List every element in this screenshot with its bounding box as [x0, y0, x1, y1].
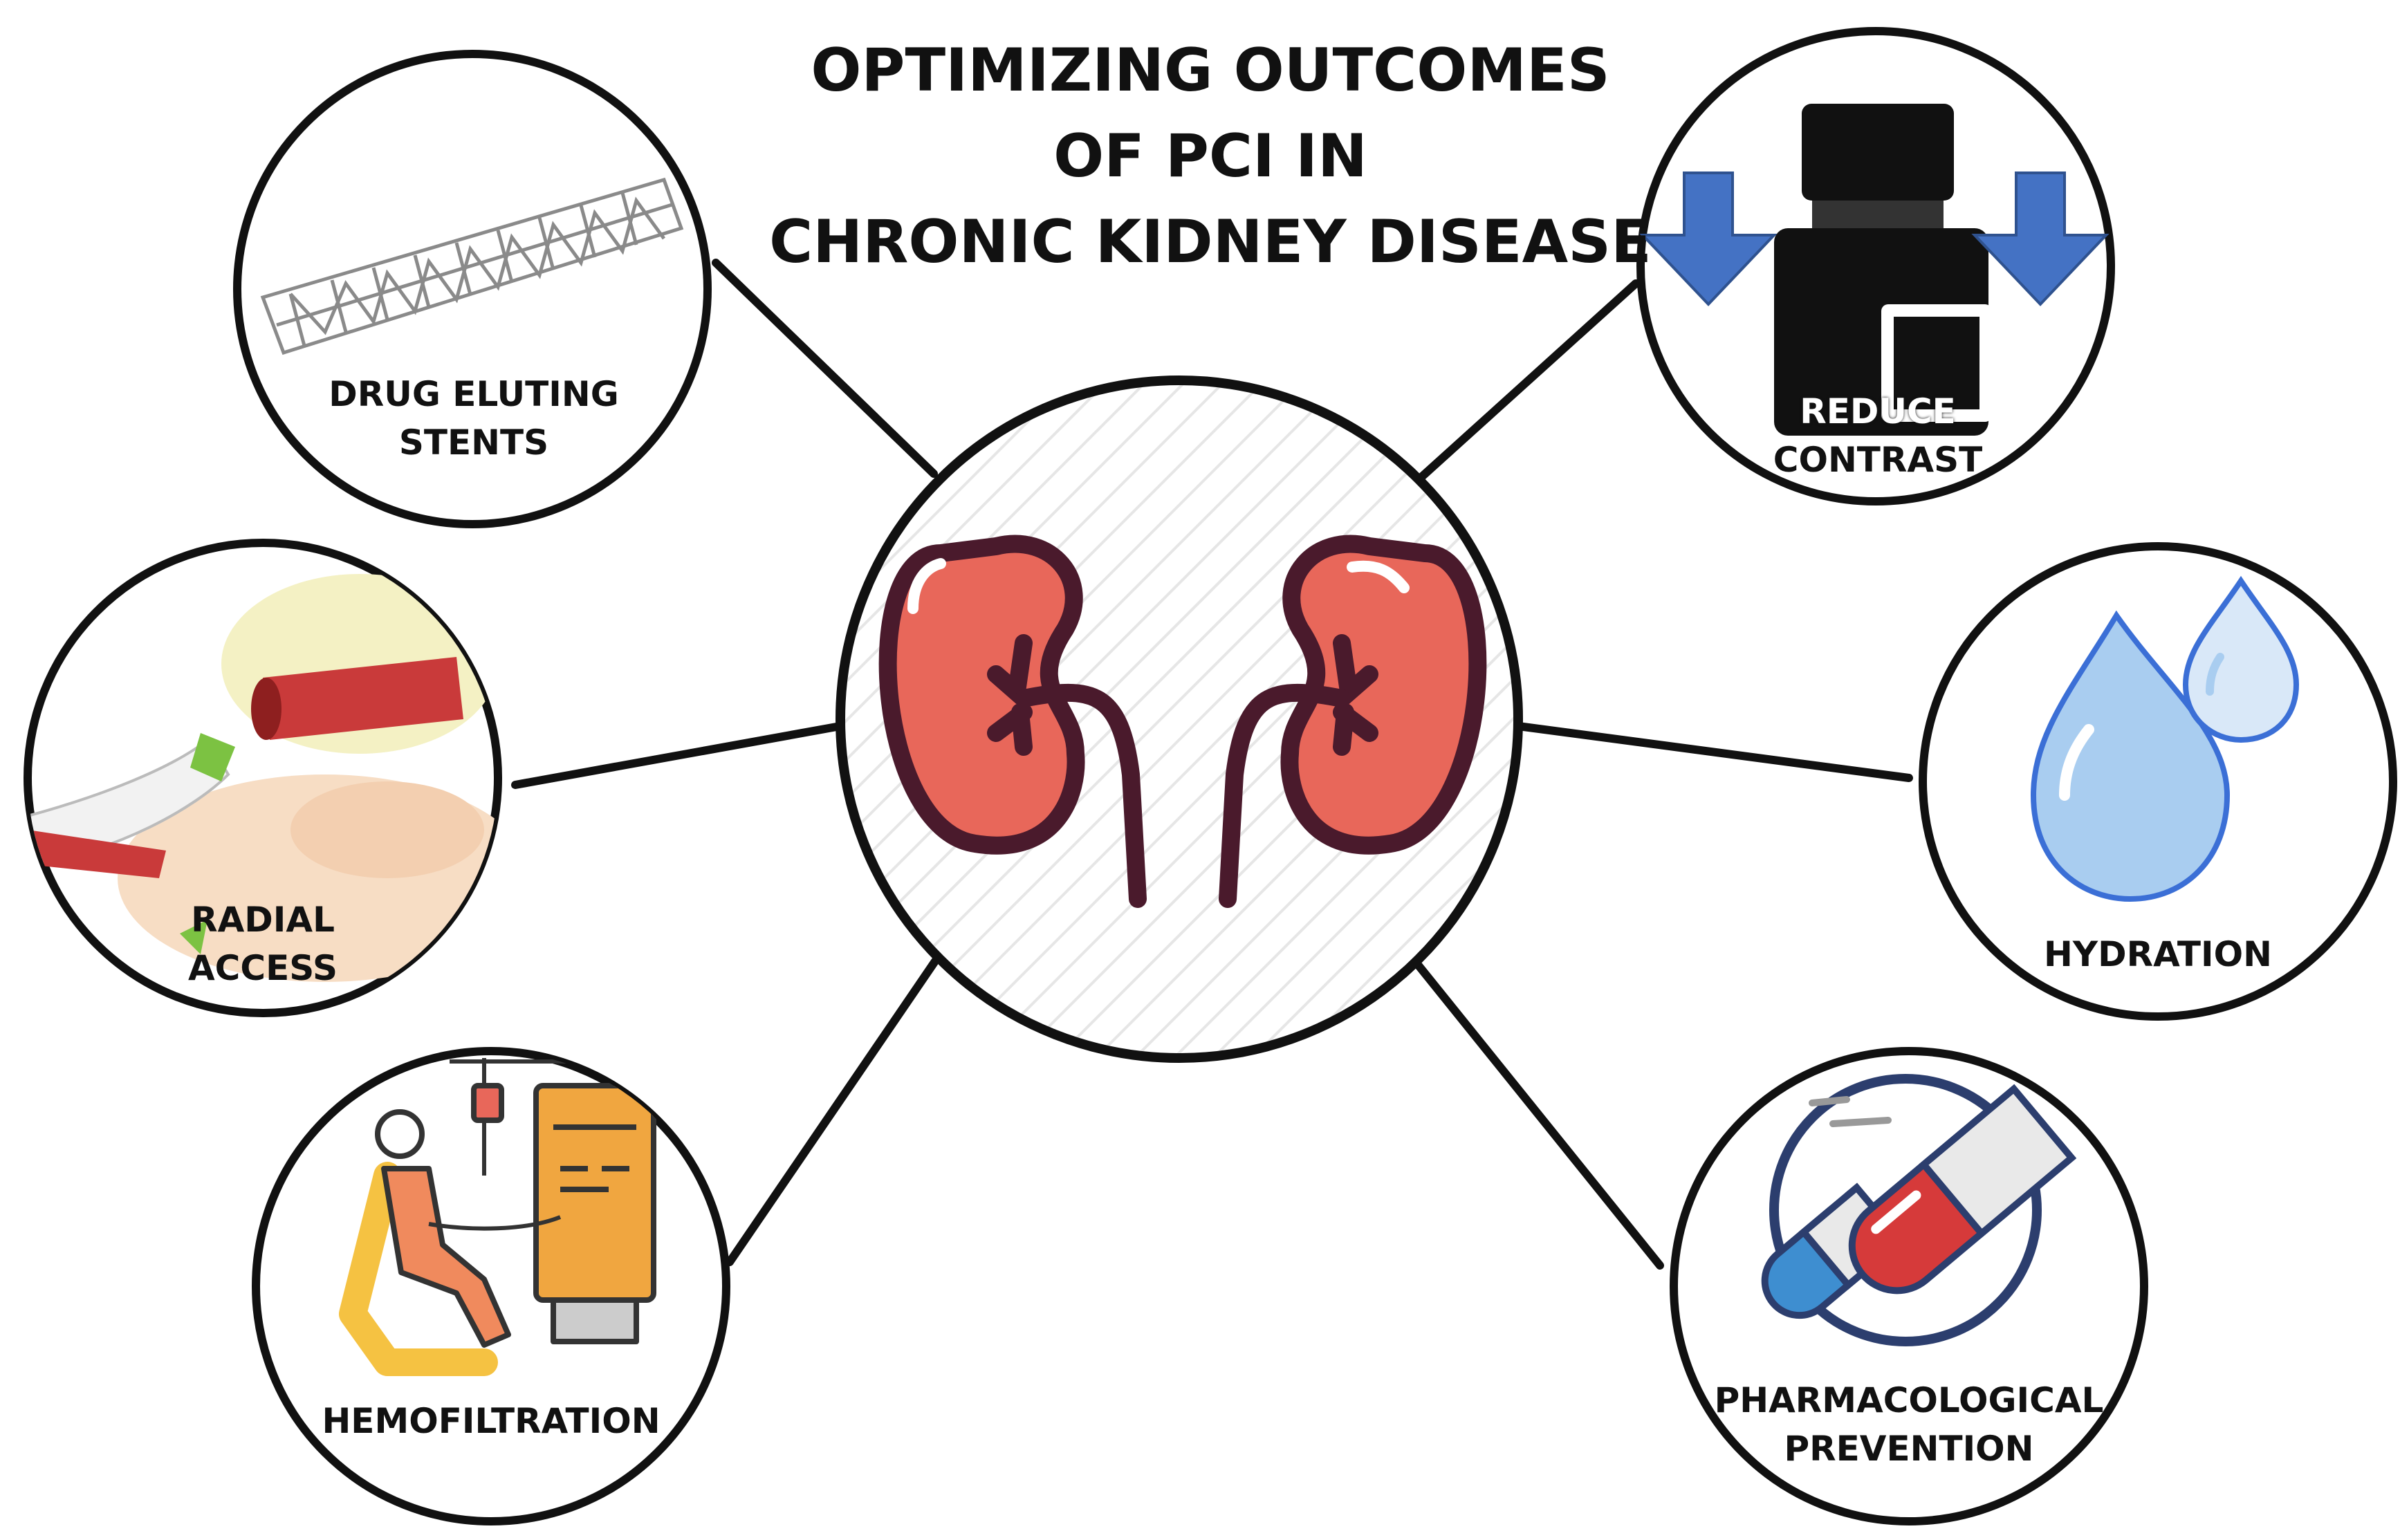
connectors [511, 259, 1913, 1270]
connector-hemo [726, 957, 939, 1266]
label-pharma-line-2: PREVENTION [1784, 1429, 2034, 1469]
label-radial-line-2: ACCESS [187, 948, 338, 988]
label-contrast: REDUCE CONTRAST [1736, 387, 2020, 484]
label-radial-line-1: RADIAL [191, 900, 335, 940]
capsule-icon [1761, 1074, 2077, 1346]
dialysis-icon [339, 1058, 656, 1376]
label-contrast-line-1: REDUCE [1800, 391, 1956, 432]
title-line-3: CHRONIC KIDNEY DISEASE [769, 207, 1652, 277]
kidneys-icon [878, 535, 1487, 908]
node-pharma [1670, 1047, 2148, 1525]
label-hydration-line-1: HYDRATION [2044, 934, 2272, 974]
connector-pharma [1414, 961, 1664, 1270]
contrast-bottle-icon [1774, 104, 1992, 436]
node-stents [233, 50, 712, 528]
label-hemofiltration: HEMOFILTRATION [322, 1397, 661, 1445]
title-line-1: OPTIMIZING OUTCOMES [811, 36, 1610, 105]
label-stents-line-1: DRUG ELUTING [329, 374, 619, 414]
label-hemofiltration-line-1: HEMOFILTRATION [322, 1401, 661, 1441]
label-contrast-line-2: CONTRAST [1773, 440, 1983, 480]
node-hydration [1919, 542, 2397, 1021]
connector-radial [511, 722, 844, 789]
stent-icon [260, 177, 684, 355]
node-radial [24, 539, 502, 1017]
down-arrow-icon-left [1639, 171, 1778, 306]
radial-access-icon [28, 574, 498, 982]
water-drop-icon [2030, 575, 2300, 902]
label-hydration: HYDRATION [2006, 930, 2310, 978]
node-contrast [1636, 27, 2115, 505]
label-stents: DRUG ELUTING STENTS [318, 370, 629, 467]
central-node [836, 375, 1523, 1063]
label-stents-line-2: STENTS [398, 423, 549, 463]
label-pharma: PHARMACOLOGICAL PREVENTION [1708, 1376, 2110, 1473]
title-line-2: OF PCI IN [1053, 122, 1367, 191]
node-hemofiltration [252, 1047, 730, 1525]
connector-stents [712, 259, 938, 478]
down-arrow-icon-right [1971, 171, 2110, 306]
connector-contrast [1417, 279, 1640, 481]
label-radial: RADIAL ACCESS [138, 896, 387, 992]
label-pharma-line-1: PHARMACOLOGICAL [1714, 1380, 2104, 1420]
connector-hydration [1514, 722, 1913, 782]
diagram-title: OPTIMIZING OUTCOMES OF PCI IN CHRONIC KI… [761, 28, 1660, 285]
